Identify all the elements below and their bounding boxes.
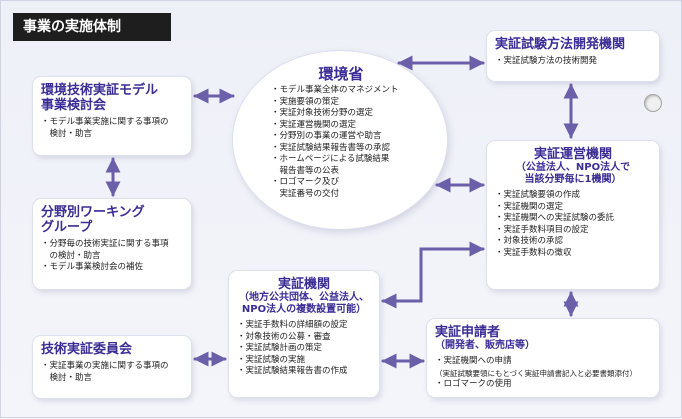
duty-item: ・実証試験の実施: [237, 354, 306, 365]
duty-item: ・ロゴマーク及び 実証番号の交付: [271, 177, 340, 199]
verification-body-subtitle: （地方公共団体、公益法人、 NPO法人の複数設置可能）: [239, 292, 369, 315]
working-group-title: 分野別ワーキング グループ: [41, 205, 145, 235]
duty-item: ・実証試験結果報告書の作成: [237, 366, 348, 376]
duty-item: ・実証試験結果報告書等の承認: [271, 142, 391, 153]
duty-item: ・分野毎の技術実証に関する事項 の検討・助言: [41, 239, 169, 261]
duty-item: ・実証機関の選定: [495, 201, 564, 212]
model-committee-title: 環境技術実証モデル 事業検討会: [41, 83, 159, 113]
environment-ministry-node: [233, 51, 447, 229]
duty-item: ・モデル事業実施に関する事項の 検討・助言: [41, 117, 169, 139]
verification-body-node: 実証機関 （地方公共団体、公益法人、 NPO法人の複数設置可能） ・実証手数料の…: [229, 271, 379, 397]
applicant-node: 実証申請者 （開発者、販売店等） ・実証機関への申請 （実証試験要領にもとづく実…: [427, 319, 659, 397]
duty-item: ・実証手数料項目の設定: [495, 224, 589, 235]
operating-body-node: 実証運営機関 （公益法人、NPO法人で 当該分野毎に1機関） ・実証試験要領の作…: [487, 141, 659, 289]
operating-body-title: 実証運営機関: [533, 147, 612, 162]
verification-committee-node: 技術実証委員会 ・実証事業の実施に関する事項の 検討・助言: [33, 336, 191, 398]
duty-note: （実証試験要領にもとづく実証申請書記入と必要書類添付）: [435, 368, 638, 378]
duty-item: ・分野別の事業の運営や助言: [271, 131, 382, 141]
test-method-body-node: 実証試験方法開発機関 ・実証試験方法の技術開発: [487, 31, 659, 81]
environment-ministry-title: 環境省: [318, 65, 364, 83]
duty-item: ・ホームページによる試験結果 報告書等の公表: [271, 154, 390, 176]
punch-hole: [644, 94, 662, 112]
applicant-subtitle: （開発者、販売店等）: [435, 340, 535, 351]
duty-item: ・実証試験要領の作成: [495, 190, 581, 200]
test-method-body-title: 実証試験方法開発機関: [495, 37, 626, 52]
duty-item: ・実施要領の策定: [271, 96, 340, 107]
duty-item: ・実証機関への実証試験の委託: [495, 213, 615, 223]
duty-item: ・実証事業の実施に関する事項の 検討・助言: [41, 361, 169, 383]
duty-item: ・実証手数料の徴収: [495, 247, 572, 258]
environment-ministry-duties: ・モデル事業全体のマネジメント ・実施要領の策定 ・実証対象技術分野の選定 ・実…: [271, 85, 431, 200]
model-committee-node: 環境技術実証モデル 事業検討会 ・モデル事業実施に関する事項の 検討・助言: [33, 77, 191, 155]
duty-item: ・ロゴマークの使用: [435, 379, 512, 389]
duty-item: ・実証運営機関の選定: [271, 119, 357, 130]
duty-item: ・実証試験方法の技術開発: [495, 56, 598, 66]
duty-item: ・実証試験計画の策定: [237, 343, 323, 353]
page-title: 事業の実施体制: [13, 13, 171, 41]
duty-item: ・モデル事業全体のマネジメント: [271, 85, 399, 95]
duty-item: ・実証対象技術分野の選定: [271, 108, 374, 118]
operating-body-subtitle: （公益法人、NPO法人で 当該分野毎に1機関）: [515, 162, 631, 185]
duty-item: ・実証手数料の詳細額の設定: [237, 320, 348, 330]
working-group-node: 分野別ワーキング グループ ・分野毎の技術実証に関する事項 の検討・助言 ・モデ…: [33, 199, 191, 289]
applicant-title: 実証申請者: [435, 325, 501, 340]
duty-item: ・対象技術の公募・審査: [237, 331, 331, 342]
duty-item: ・対象技術の承認: [495, 236, 564, 246]
verification-body-title: 実証機関: [277, 277, 330, 292]
duty-item: ・実証機関への申請: [435, 356, 512, 366]
duty-item: ・モデル事業検討会の補佐: [41, 262, 144, 272]
verification-committee-title: 技術実証委員会: [41, 342, 133, 357]
arrow-operating-verification: [381, 241, 485, 309]
